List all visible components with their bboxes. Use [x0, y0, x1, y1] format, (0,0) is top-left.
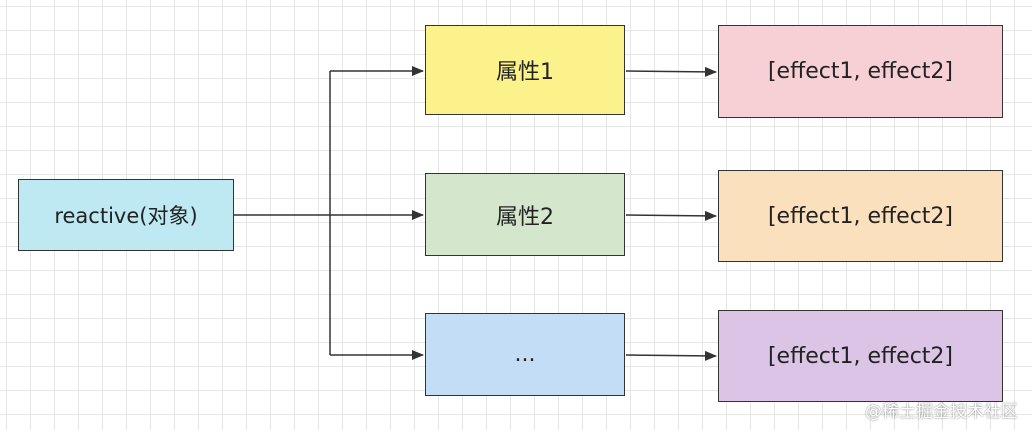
- reactive-object-label: reactive(对象): [54, 204, 198, 228]
- effects-3-label: [effect1, effect2]: [767, 343, 954, 369]
- property-2-node: 属性2: [425, 173, 625, 256]
- property-1-label: 属性1: [496, 60, 554, 85]
- watermark-text: @稀土掘金技术社区: [865, 402, 1018, 422]
- effects-2-node: [effect1, effect2]: [718, 170, 1003, 262]
- edge-prop-3-to-effect-3: [625, 350, 717, 361]
- effects-2-label: [effect1, effect2]: [767, 203, 954, 229]
- property-ellipsis-node: ...: [425, 313, 625, 396]
- effects-1-label: [effect1, effect2]: [767, 59, 954, 84]
- reactive-object-node: reactive(对象): [18, 179, 234, 251]
- effects-3-node: [effect1, effect2]: [718, 310, 1003, 402]
- edge-prop-2-to-effect-2: [625, 210, 717, 221]
- property-2-label: 属性2: [496, 204, 554, 230]
- property-ellipsis-label: ...: [514, 342, 536, 367]
- property-1-node: 属性1: [425, 25, 625, 115]
- edge-prop-1-to-effect-1: [625, 66, 717, 77]
- effects-1-node: [effect1, effect2]: [718, 25, 1003, 118]
